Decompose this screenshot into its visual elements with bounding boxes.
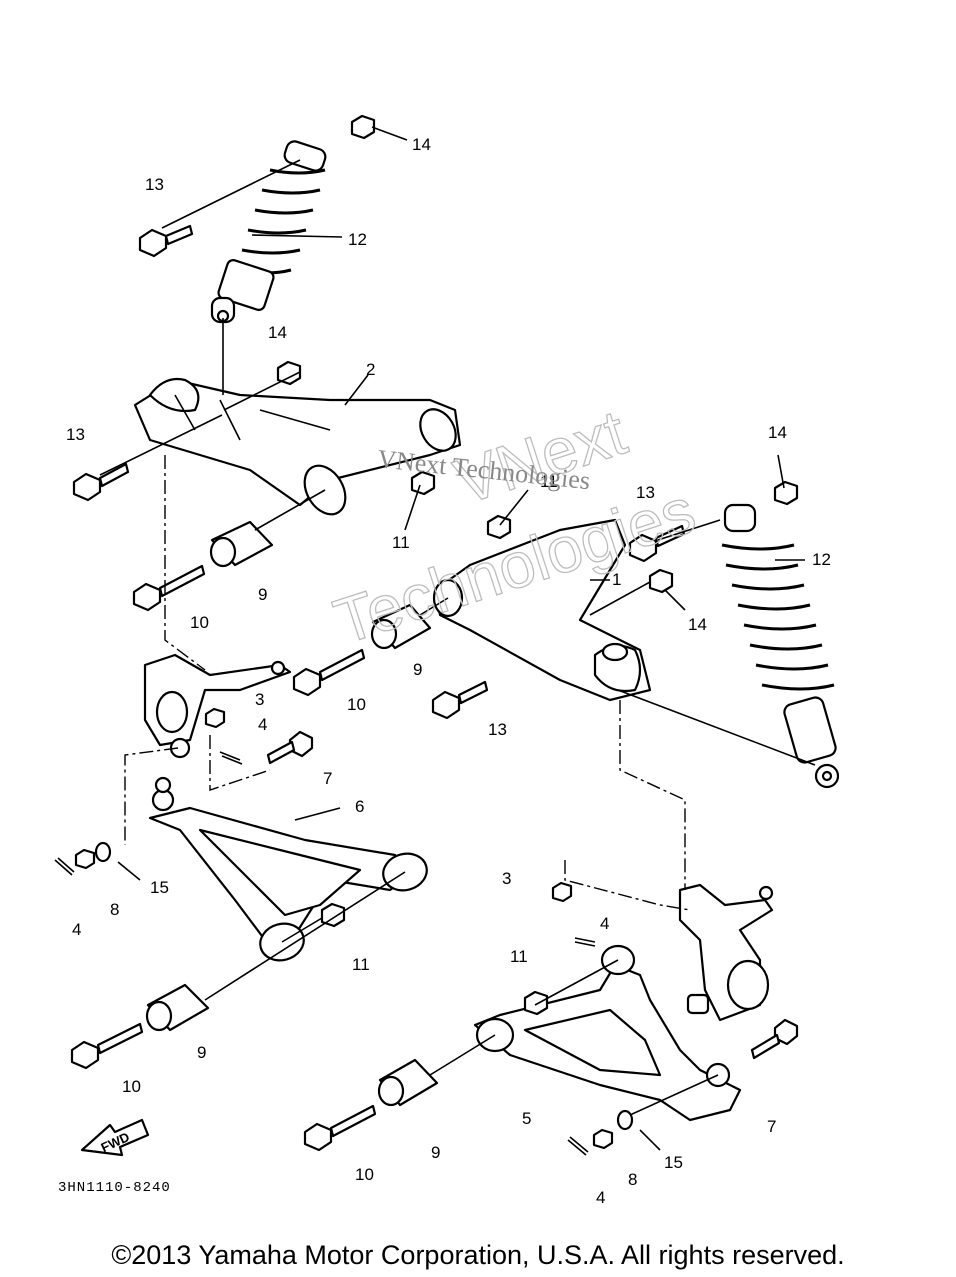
callout-4-b: 4 (72, 920, 81, 939)
nut-14-lower (648, 568, 674, 594)
nut-11-a (410, 470, 436, 496)
callout-7-b: 7 (767, 1117, 776, 1136)
callout-10-c: 10 (122, 1077, 141, 1096)
callout-10-b: 10 (347, 695, 366, 714)
callout-2: 2 (366, 360, 375, 379)
right-knuckle (678, 883, 774, 1022)
nut-14-mid (276, 360, 302, 386)
bushing-lower-right (377, 1058, 439, 1107)
nut-8-right (592, 1128, 614, 1150)
nut-14-right (773, 480, 799, 506)
callout-9-c: 9 (197, 1043, 206, 1062)
callout-9-a: 9 (258, 585, 267, 604)
callout-3-b: 3 (502, 869, 511, 888)
bushing-lower-left (145, 983, 210, 1032)
callout-13-b: 13 (66, 425, 85, 444)
bolt-10-b (292, 648, 366, 697)
copyright-notice: ©2013 Yamaha Motor Corporation, U.S.A. A… (111, 1240, 845, 1270)
callout-11-d: 11 (510, 947, 528, 966)
callout-11-a: 11 (540, 472, 558, 491)
callout-5: 5 (522, 1109, 531, 1128)
callout-8-a: 8 (110, 900, 119, 919)
nut-8-left (74, 848, 96, 870)
bolt-10-c (70, 1022, 144, 1070)
assembly-center-lines (124, 455, 691, 911)
nut-11-b (486, 514, 512, 540)
callout-15-a: 15 (150, 878, 169, 897)
nut-11-c (320, 902, 346, 928)
callout-9-b: 9 (413, 660, 422, 679)
bolt-7-right (750, 1018, 799, 1060)
callout-7-a: 7 (323, 769, 332, 788)
callout-15-b: 15 (664, 1153, 683, 1172)
callout-1: 1 (612, 570, 621, 589)
bushing-upper-left (209, 520, 274, 568)
callout-3-a: 3 (255, 690, 264, 709)
washer-15-left (94, 841, 112, 863)
callout-14-d: 14 (688, 615, 707, 634)
drawing-code: 3HN1110-8240 (58, 1180, 171, 1196)
leader-lines (99, 126, 816, 1151)
nut-11-d (523, 990, 549, 1016)
callout-4-c: 4 (600, 914, 609, 933)
nut-14-top (350, 114, 376, 140)
bolt-13-lower (431, 680, 489, 720)
callout-10-d: 10 (355, 1165, 374, 1184)
callout-14-a: 14 (412, 135, 431, 154)
nut-3-left (204, 707, 226, 729)
upper-arm-right (432, 518, 652, 702)
callout-6: 6 (355, 797, 364, 816)
bushing-upper-right (370, 603, 432, 650)
callout-13-d: 13 (488, 720, 507, 739)
callout-4-d: 4 (596, 1188, 605, 1207)
nut-3-right (551, 881, 573, 903)
bolt-13-mid (72, 462, 130, 502)
callout-11-b: 11 (392, 533, 410, 552)
suspension-exploded-diagram: FWD 14 13 12 14 2 13 11 11 13 14 12 1 14… (54, 114, 840, 1207)
lower-arm-left (148, 776, 428, 962)
right-shock-absorber (721, 503, 840, 789)
washer-15-right (616, 1109, 634, 1131)
bolt-7-left (266, 730, 314, 765)
bolt-10-a (132, 564, 206, 612)
lower-arm-right (473, 944, 742, 1122)
nuts (74, 114, 799, 1150)
callout-labels: 14 13 12 14 2 13 11 11 13 14 12 1 14 9 1… (66, 135, 831, 1207)
upper-arm-left (133, 377, 462, 516)
bolt-10-d (303, 1104, 377, 1152)
callout-11-c: 11 (352, 955, 370, 974)
callout-10-a: 10 (190, 613, 209, 632)
callout-13-a: 13 (145, 175, 164, 194)
left-knuckle (143, 653, 292, 759)
callout-12-b: 12 (812, 550, 831, 569)
callout-14-b: 14 (268, 323, 287, 342)
callout-12-a: 12 (348, 230, 367, 249)
bolts (70, 224, 799, 1152)
callout-14-c: 14 (768, 423, 787, 442)
callout-9-d: 9 (431, 1143, 440, 1162)
callout-4-a: 4 (258, 715, 267, 734)
left-shock-absorber (210, 140, 327, 324)
callout-8-b: 8 (628, 1170, 637, 1189)
callout-13-c: 13 (636, 483, 655, 502)
bolt-13-top (138, 224, 194, 258)
cotter-pins (54, 751, 596, 1156)
fwd-arrow: FWD (80, 1118, 150, 1157)
